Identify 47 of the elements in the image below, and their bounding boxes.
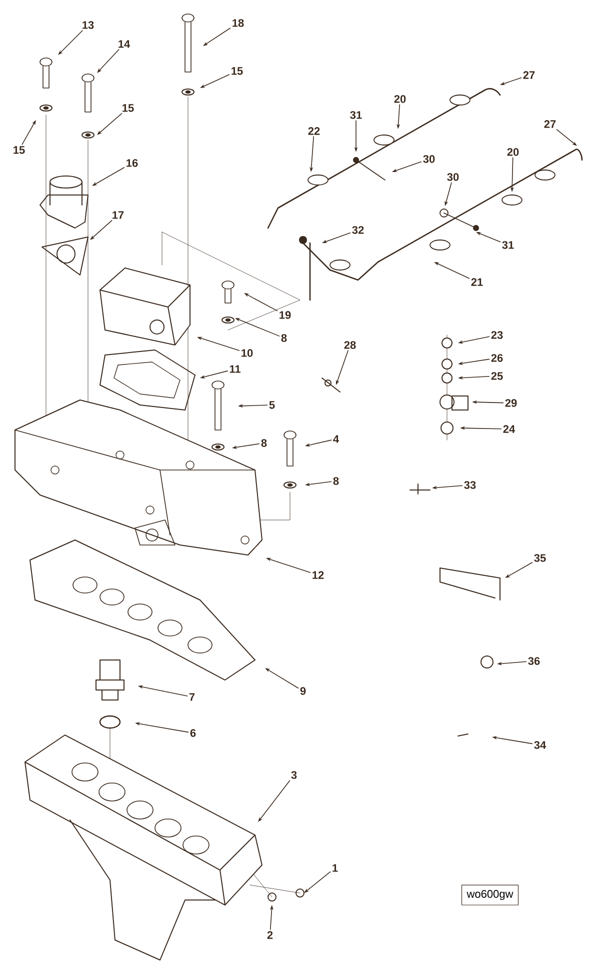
callout-number: 9 bbox=[300, 687, 306, 695]
callout-number: 21 bbox=[471, 278, 483, 286]
callout-number: 3 bbox=[291, 771, 297, 779]
callout-number: 34 bbox=[534, 741, 546, 749]
callout-number: 24 bbox=[503, 425, 516, 433]
callout-number: 33 bbox=[464, 481, 476, 489]
callout-number: 20 bbox=[507, 148, 519, 156]
callout-number: 20 bbox=[394, 95, 406, 103]
callout-number: 18 bbox=[232, 19, 244, 27]
callout-number: 15 bbox=[122, 104, 134, 112]
callout-number: 30 bbox=[423, 155, 435, 163]
callout-number: 10 bbox=[242, 349, 253, 357]
leader-arrow bbox=[97, 49, 120, 73]
callout-number: 31 bbox=[350, 111, 362, 119]
callout-number: 13 bbox=[82, 21, 94, 29]
callout-number: 4 bbox=[333, 435, 339, 443]
callout-number: 17 bbox=[112, 211, 124, 219]
callout-number: 1 bbox=[332, 864, 338, 872]
callout-number: 12 bbox=[312, 571, 324, 579]
callout-number: 36 bbox=[528, 657, 540, 665]
callout-number: 29 bbox=[505, 399, 517, 407]
callout-number: 7 bbox=[189, 693, 195, 701]
callout-number: 5 bbox=[269, 401, 275, 409]
callout-number: 8 bbox=[333, 477, 339, 485]
callout-number: 32 bbox=[352, 226, 364, 234]
callout-number: 27 bbox=[544, 120, 556, 128]
callout-number: 16 bbox=[126, 159, 138, 167]
callout-number: 35 bbox=[534, 554, 546, 562]
callout-number: 15 bbox=[14, 146, 25, 154]
callout-number: 14 bbox=[118, 40, 130, 48]
callout-number: 6 bbox=[190, 729, 196, 737]
callout-number: 25 bbox=[491, 372, 503, 380]
callout-number: 2 bbox=[267, 931, 273, 939]
callout-number: 30 bbox=[447, 173, 459, 181]
callout-number: 22 bbox=[308, 127, 320, 135]
callout-number: 11 bbox=[230, 365, 240, 373]
leader-arrow bbox=[58, 30, 83, 55]
callout-number: 15 bbox=[232, 67, 243, 75]
callout-number: 26 bbox=[491, 354, 503, 362]
callout-number: 28 bbox=[344, 341, 356, 349]
callout-number: 23 bbox=[491, 331, 503, 339]
callout-number: 8 bbox=[281, 334, 287, 342]
callout-number: 19 bbox=[280, 311, 291, 319]
drawing-number-box: wo600gw bbox=[461, 884, 519, 906]
callout-number: 8 bbox=[261, 439, 267, 447]
callout-number: 27 bbox=[523, 71, 535, 79]
callout-number: 31 bbox=[502, 241, 514, 249]
